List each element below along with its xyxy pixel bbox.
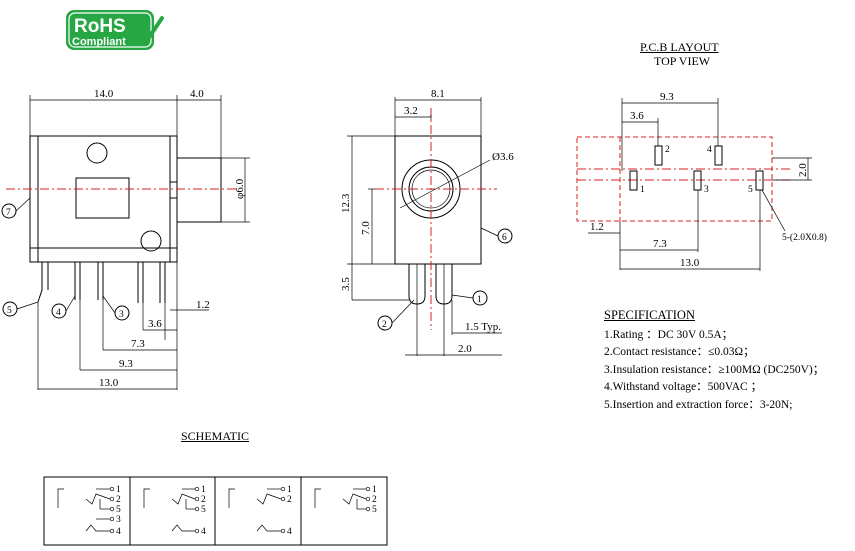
schematic-title: SCHEMATIC — [181, 429, 250, 443]
spec-item-contact-resistance: 2.Contact resistance：≤0.03Ω； — [604, 346, 755, 358]
pcb-pin-5-label: 5 — [748, 185, 753, 195]
schematic-cell-4: 1 2 5 — [314, 485, 377, 515]
schematic-3-label-1: 1 — [287, 485, 292, 495]
dim-front-phi-3-6: Ø3.6 — [492, 151, 514, 163]
spec-item-insulation-resistance: 3.Insulation resistance：≥100MΩ (DC250V)； — [604, 363, 825, 376]
pcb-pin-1-label: 1 — [640, 185, 645, 195]
schematic-3-label-2: 2 — [287, 495, 292, 505]
pcb-subtitle: TOP VIEW — [654, 54, 711, 68]
callout-front-1: 1 — [477, 295, 482, 305]
dim-front-8-1: 8.1 — [431, 88, 445, 100]
rohs-text: RoHS — [74, 16, 126, 37]
pcb-pin-3-label: 3 — [704, 185, 709, 195]
dim-pcb-2-0: 2.0 — [797, 163, 809, 177]
pcb-pad-1 — [629, 170, 638, 191]
schematic-cell-2: 1 2 5 4 — [143, 485, 206, 537]
spec-item-rating: 1.Rating ：DC 30V 0.5A； — [604, 328, 734, 341]
front-view: 8.1 3.2 Ø3.6 12.3 7.0 3.5 1.5 Typ. 2.0 6… — [340, 88, 514, 356]
side-barrel — [176, 157, 222, 223]
schematic-1-label-4: 3 — [116, 515, 121, 525]
schematic-cell-3: 1 2 4 — [228, 485, 292, 537]
dim-side-13-0: 13.0 — [99, 377, 119, 389]
side-hole-top — [86, 142, 108, 164]
pcb-pad-4 — [714, 145, 723, 166]
pcb-outline — [576, 136, 773, 222]
spec-item-withstand-voltage: 4.Withstand voltage：500VAC ； — [604, 381, 763, 393]
schematic-4-label-3: 5 — [372, 505, 377, 515]
specification-block: SPECIFICATION 1.Rating ：DC 30V 0.5A； 2.C… — [604, 307, 824, 414]
dim-side-7-3: 7.3 — [131, 338, 145, 350]
pcb-layout: 1 2 3 4 5 9.3 3.6 2.0 5-(2.0X0.8) 1.2 7.… — [576, 91, 827, 271]
schematic: 1 2 5 3 4 1 2 5 4 — [43, 476, 388, 546]
dim-front-3-2: 3.2 — [404, 105, 418, 117]
pcb-pad-3 — [693, 170, 702, 191]
compliant-text: Compliant — [72, 36, 126, 48]
schematic-2-label-3: 5 — [201, 505, 206, 515]
dim-pcb-13-0: 13.0 — [680, 257, 700, 269]
dim-front-7-0: 7.0 — [360, 221, 372, 235]
schematic-2-label-4: 4 — [201, 527, 206, 537]
dim-front-3-5: 3.5 — [340, 277, 352, 291]
callout-front-6: 6 — [502, 233, 507, 243]
spec-item-insertion-force: 5.Insertion and extraction force：3-20N; — [604, 398, 793, 411]
specification-title: SPECIFICATION — [604, 308, 695, 322]
dim-front-1-5-typ: 1.5 Typ. — [465, 321, 501, 333]
dim-pcb-3-6: 3.6 — [630, 110, 644, 122]
schematic-1-label-3: 5 — [116, 505, 121, 515]
schematic-1-label-5: 4 — [116, 527, 121, 537]
dim-side-14-0: 14.0 — [94, 88, 114, 100]
dim-pcb-9-3: 9.3 — [660, 91, 674, 103]
dim-front-2-0: 2.0 — [458, 343, 472, 355]
dim-pcb-7-3: 7.3 — [653, 238, 667, 250]
callout-side-3: 3 — [119, 310, 124, 320]
front-body — [394, 135, 482, 265]
pcb-pad-2 — [654, 145, 663, 166]
dim-side-phi-6-0: φ6.0 — [234, 178, 246, 199]
pcb-pin-2-label: 2 — [665, 145, 670, 155]
dim-side-4-0: 4.0 — [190, 88, 204, 100]
callout-side-5: 5 — [7, 306, 12, 316]
dim-front-12-3: 12.3 — [340, 193, 352, 213]
pcb-title: P.C.B LAYOUT — [640, 40, 719, 54]
side-view: 14.0 4.0 φ6.0 1.2 3.6 7.3 9.3 13.0 7 5 4 — [1, 88, 250, 390]
callout-front-2: 2 — [382, 320, 387, 330]
callout-side-4: 4 — [56, 308, 61, 318]
rohs-logo: RoHS Compliant — [66, 10, 164, 50]
dim-side-3-6: 3.6 — [148, 318, 162, 330]
dim-pcb-1-2: 1.2 — [590, 221, 604, 233]
side-hole-bottom — [140, 230, 162, 252]
schematic-4-label-2: 2 — [372, 495, 377, 505]
schematic-2-label-1: 1 — [201, 485, 206, 495]
pcb-pin-4-label: 4 — [707, 145, 712, 155]
schematic-cell-1: 1 2 5 3 4 — [57, 485, 121, 537]
side-window — [75, 177, 130, 219]
pcb-pad-5 — [755, 170, 764, 191]
dim-side-9-3: 9.3 — [119, 358, 133, 370]
side-body — [29, 135, 178, 263]
schematic-3-label-3: 4 — [287, 527, 292, 537]
dim-side-1-2: 1.2 — [196, 299, 210, 311]
schematic-4-label-1: 1 — [372, 485, 377, 495]
pcb-pad-note: 5-(2.0X0.8) — [782, 232, 827, 243]
schematic-1-label-2: 2 — [116, 495, 121, 505]
check-mark-icon — [139, 16, 164, 46]
schematic-2-label-2: 2 — [201, 495, 206, 505]
callout-side-7: 7 — [6, 208, 11, 218]
schematic-1-label-1: 1 — [116, 485, 121, 495]
